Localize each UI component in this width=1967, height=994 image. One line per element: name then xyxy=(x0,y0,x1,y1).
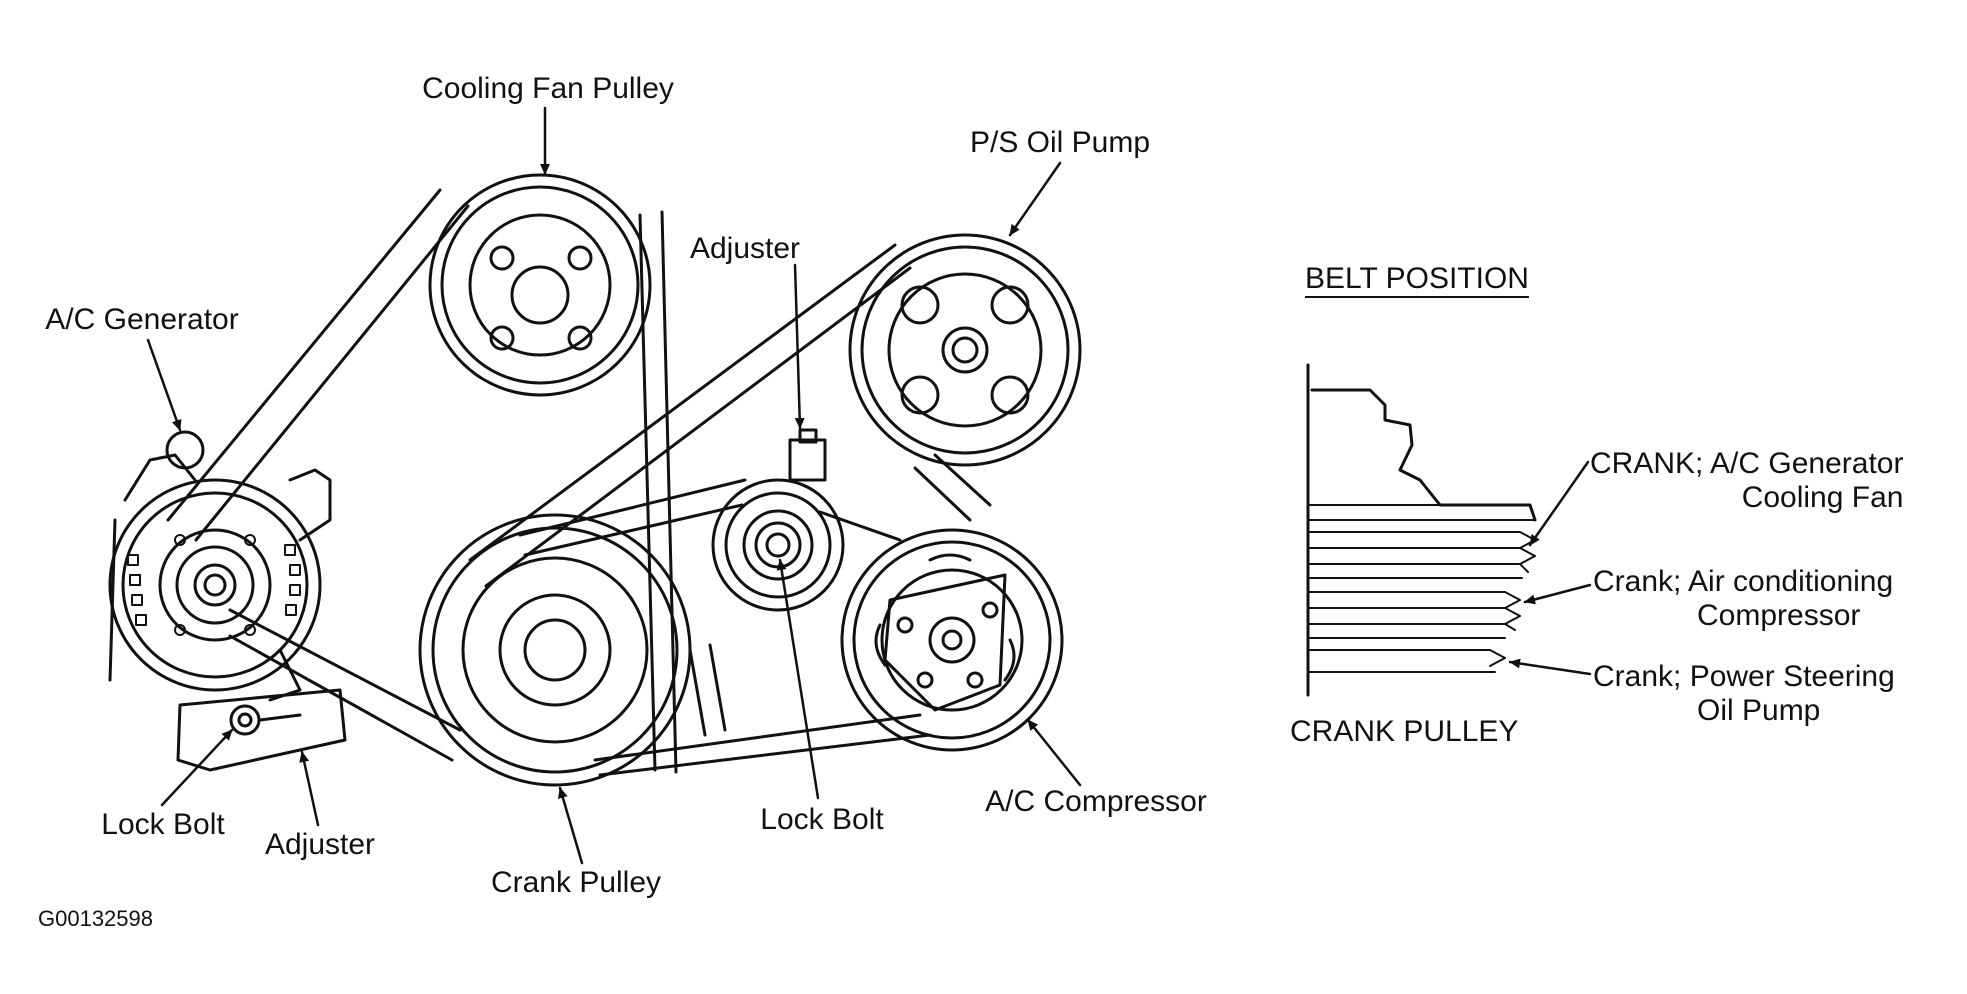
crank-pulley-inset-label: CRANK PULLEY xyxy=(1290,715,1519,748)
cooling-fan-pulley xyxy=(428,173,652,397)
belt-2-line1: Crank; Air conditioning xyxy=(1593,565,1894,598)
label-lock-bolt-left: Lock Bolt xyxy=(101,808,225,841)
crank-pulley-grooves xyxy=(1309,504,1536,673)
generator-adjuster-bracket xyxy=(176,688,347,772)
belt-2-line2: Compressor xyxy=(1697,599,1861,632)
label-adjuster-top: Adjuster xyxy=(689,232,801,265)
belt-3-label: Crank; Power Steering Oil Pump xyxy=(1593,660,1895,728)
belt-1-line2: Cooling Fan xyxy=(1741,481,1904,514)
idler-pulley xyxy=(711,428,845,612)
belt-position-heading: BELT POSITION xyxy=(1305,262,1529,295)
belt-1-line1: CRANK; A/C Generator xyxy=(1590,447,1904,480)
ac-compressor-pulley xyxy=(840,528,1064,752)
label-adjuster-bottom: Adjuster xyxy=(264,828,376,861)
belt-2-label: Crank; Air conditioning Compressor xyxy=(1593,565,1893,633)
belt-1-label: CRANK; A/C Generator Cooling Fan xyxy=(1590,447,1903,515)
belt-3-line1: Crank; Power Steering xyxy=(1593,660,1895,693)
label-ac-generator: A/C Generator xyxy=(45,303,239,336)
label-cooling-fan-pulley: Cooling Fan Pulley xyxy=(422,72,674,105)
crank-pulley xyxy=(418,513,692,787)
belt-position-inset xyxy=(1306,363,1592,697)
label-crank-pulley: Crank Pulley xyxy=(490,866,662,899)
leader-arrows xyxy=(146,106,1082,865)
figure-id: G00132598 xyxy=(38,906,153,931)
label-lock-bolt-center: Lock Bolt xyxy=(760,803,884,836)
label-ac-compressor: A/C Compressor xyxy=(985,785,1207,818)
label-ps-oil-pump: P/S Oil Pump xyxy=(969,126,1151,159)
drive-belts xyxy=(166,188,992,777)
power-steering-pump-pulley xyxy=(848,233,1082,467)
belt-3-line2: Oil Pump xyxy=(1697,694,1821,727)
ac-generator xyxy=(108,430,332,702)
